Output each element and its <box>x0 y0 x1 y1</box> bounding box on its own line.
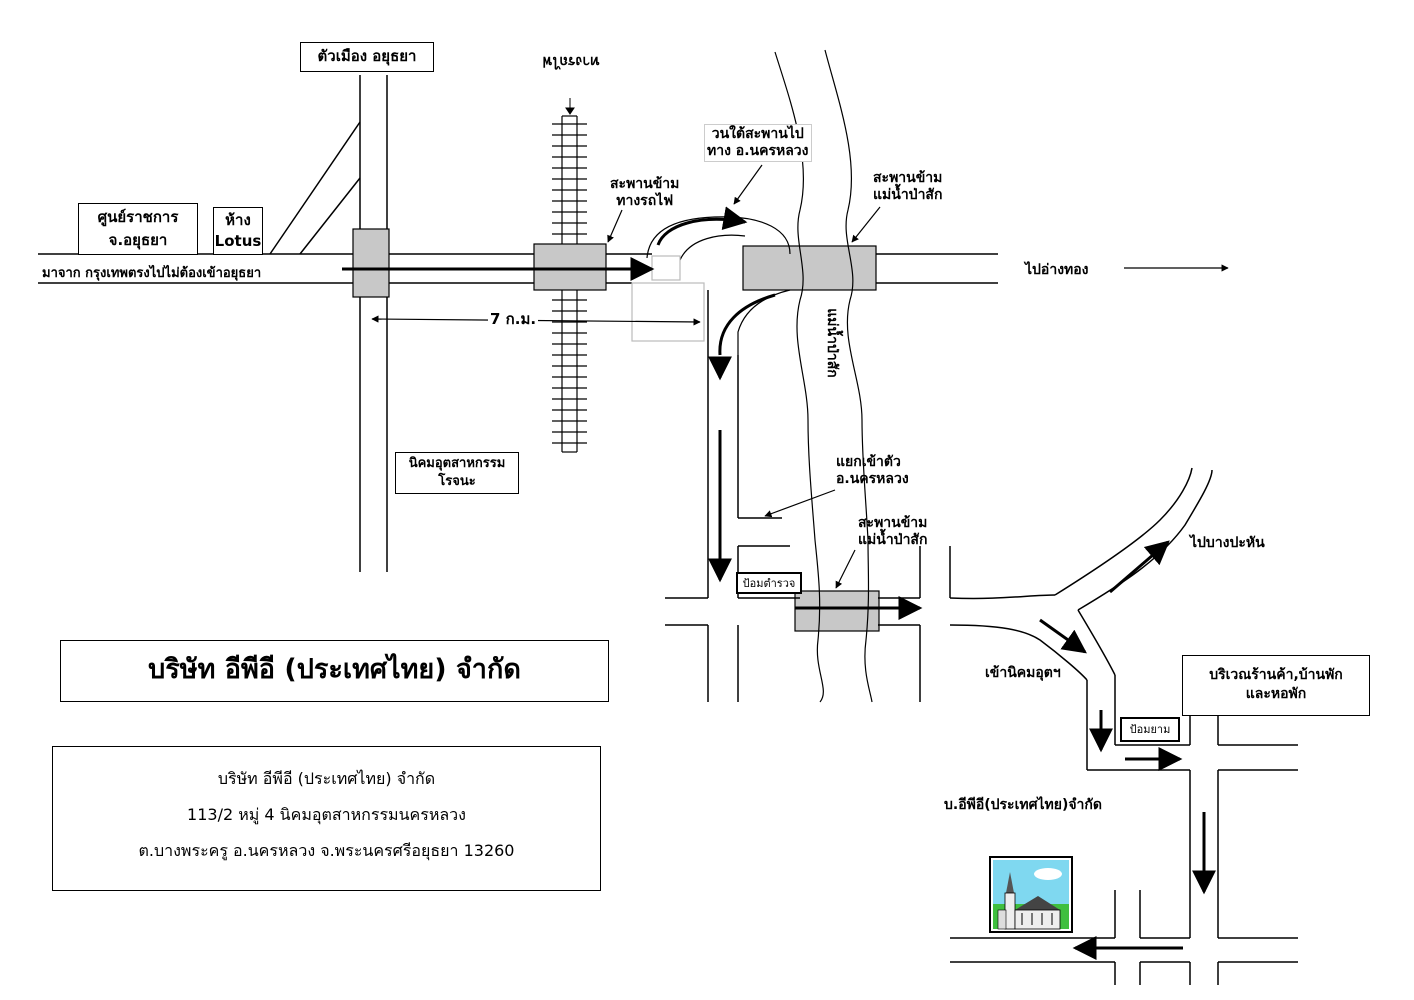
river-bridge-1 <box>742 245 877 291</box>
gov-center-line1: ศูนย์ราชการ <box>97 208 179 226</box>
uturn-line1: วนใต้สะพานไป <box>711 126 804 142</box>
rojana-label: นิคมอุตสาหกรรม โรจนะ <box>395 452 519 494</box>
junction-line1: แยกเข้าตัว <box>836 454 901 470</box>
city-road <box>269 75 388 572</box>
river-bridge-line2: แม่น้ำป่าสัก <box>873 187 943 203</box>
lotus-line2: Lotus <box>214 232 262 250</box>
river-bridge2-line2: แม่น้ำป่าสัก <box>858 532 928 548</box>
address-line2: ต.บางพระครู อ.นครหลวง จ.พระนครศรีอยุธยา … <box>138 841 515 860</box>
shops-label: บริเวณร้านค้า,บ้านพัก และหอพัก <box>1182 655 1370 716</box>
rail-bridge-label: สะพานข้าม ทางรถไฟ <box>610 176 679 210</box>
rail-bridge <box>533 243 607 291</box>
shops-line2: และหอพัก <box>1245 686 1307 702</box>
route-arrows <box>342 206 1216 960</box>
rail-bridge-line2: ทางรถไฟ <box>616 193 674 209</box>
rail-bridge-line1: สะพานข้าม <box>610 176 680 192</box>
river-bridge-label: สะพานข้าม แม่น้ำป่าสัก <box>873 170 942 204</box>
police-box-label: ป้อมตำรวจ <box>736 572 802 594</box>
shops-line1: บริเวณร้านค้า,บ้านพัก <box>1209 667 1343 683</box>
distance-label: 7 ก.ม. <box>488 310 539 328</box>
nakhon-luang-junction-label: แยกเข้าตัว อ.นครหลวง <box>836 454 909 488</box>
lotus-label: ห้าง Lotus <box>213 207 263 255</box>
guard-box-label: ป้อมยาม <box>1120 717 1180 742</box>
railway-label: ทางรถไฟ <box>542 53 600 69</box>
from-bangkok-label: มาจาก กรุงเทพตรงไปไม่ต้องเข้าอยุธยา <box>42 266 262 281</box>
to-bang-pahan-label: ไปบางปะหัน <box>1190 535 1265 551</box>
river-bridge-line1: สะพานข้าม <box>873 170 943 186</box>
factory-icon <box>989 856 1073 933</box>
rojana-line2: โรจนะ <box>438 474 476 489</box>
rojana-line1: นิคมอุตสาหกรรม <box>408 456 506 471</box>
river-pasak <box>774 49 873 703</box>
company-title-box: บริษัท อีพีอี (ประเทศไทย) จำกัด <box>60 640 609 702</box>
to-angthong-label: ไปอ่างทอง <box>1025 262 1089 278</box>
uturn-label: วนใต้สะพานไป ทาง อ.นครหลวง <box>704 124 812 162</box>
river-label: แม่น้ำป่าสัก <box>824 308 840 378</box>
road-south <box>665 290 921 702</box>
address-box: บริษัท อีพีอี (ประเทศไทย) จำกัด 113/2 หม… <box>52 746 601 891</box>
epe-label: บ.อีพีอี(ประเทศไทย)จำกัด <box>944 797 1102 813</box>
gov-center-label: ศูนย์ราชการ จ.อยุธยา <box>78 203 198 255</box>
railway-arrow-icon <box>565 98 575 115</box>
pointer-arrows <box>371 164 1229 589</box>
river-bridge-2 <box>794 590 880 632</box>
river-bridge2-line1: สะพานข้าม <box>858 515 928 531</box>
address-line1: 113/2 หมู่ 4 นิคมอุตสาหกรรมนครหลวง <box>187 805 466 824</box>
uturn-line2: ทาง อ.นครหลวง <box>707 143 809 159</box>
lotus-line1: ห้าง <box>225 211 251 229</box>
gov-center-line2: จ.อยุธยา <box>108 231 168 249</box>
city-label: ตัวเมือง อยุธยา <box>300 42 434 72</box>
to-estate-label: เข้านิคมอุตฯ <box>985 665 1061 681</box>
address-company-name: บริษัท อีพีอี (ประเทศไทย) จำกัด <box>217 769 436 788</box>
highway-bridge-city <box>352 228 390 298</box>
river-bridge2-label: สะพานข้าม แม่น้ำป่าสัก <box>858 515 927 549</box>
junction-line2: อ.นครหลวง <box>836 471 909 487</box>
